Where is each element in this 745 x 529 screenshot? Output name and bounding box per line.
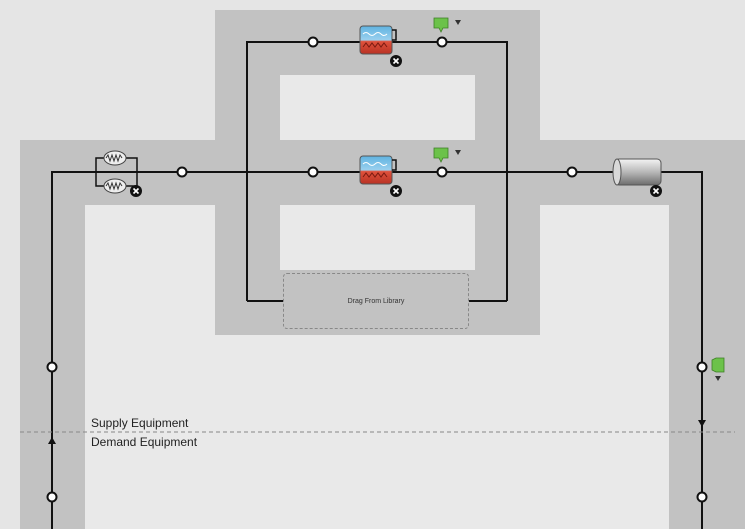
node-icon [176, 166, 188, 178]
drop-zone[interactable]: Drag From Library [283, 273, 469, 329]
remove-icon [390, 55, 402, 67]
boiler-icon[interactable] [359, 25, 397, 55]
remove-icon [390, 185, 402, 197]
heat-exchanger-icon[interactable] [95, 150, 138, 194]
flow-arrow-icon [698, 420, 706, 427]
node-icon [307, 36, 319, 48]
setpoint-manager-icon [433, 147, 461, 163]
node-icon [566, 166, 578, 178]
node-icon [46, 361, 58, 373]
pipe-icon[interactable] [612, 158, 662, 186]
drop-zone-label: Drag From Library [347, 297, 405, 305]
node-icon [696, 491, 708, 503]
supply-equipment-label: Supply Equipment [91, 416, 189, 430]
setpoint-manager-icon [711, 357, 725, 381]
node-icon [436, 166, 448, 178]
node-icon [46, 491, 58, 503]
flow-arrow-icon [48, 437, 56, 444]
setpoint-manager-icon [433, 17, 461, 33]
remove-icon [130, 185, 142, 197]
remove-icon [650, 185, 662, 197]
remove-buttons[interactable] [130, 55, 662, 197]
node-icon [436, 36, 448, 48]
setpoint-managers[interactable] [433, 17, 725, 381]
boiler-icon[interactable] [359, 155, 397, 185]
node-icon [307, 166, 319, 178]
nodes[interactable] [46, 36, 708, 503]
node-icon [696, 361, 708, 373]
demand-equipment-label: Demand Equipment [91, 435, 198, 449]
